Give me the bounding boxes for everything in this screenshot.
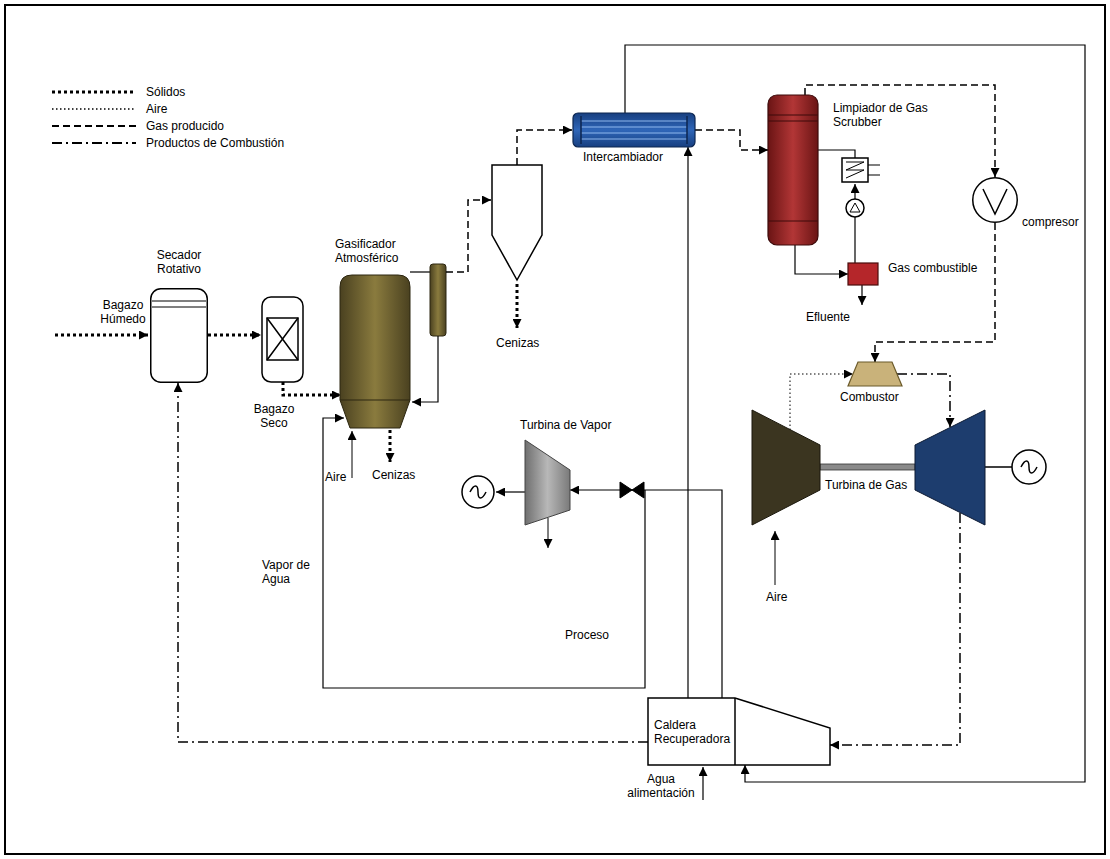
pipe [818, 150, 855, 158]
compressor-shape [972, 177, 1018, 223]
gasifier-shape [340, 275, 410, 428]
flow-label: Cenizas [372, 468, 415, 482]
flow-label: Aire [766, 590, 787, 604]
gas-line [446, 200, 491, 272]
gas-scrubber-shape [768, 95, 818, 245]
feeder-cross [267, 318, 298, 360]
generator-symbol [1021, 461, 1037, 473]
flow-connector [795, 245, 848, 274]
flow-connector [570, 490, 722, 698]
cooler-coil [846, 162, 864, 178]
cooling-water [868, 165, 880, 175]
legend-text: Gas producido [146, 119, 224, 133]
pipe [410, 271, 430, 272]
generator [462, 476, 494, 508]
node-label: Limpiador de Gas Scrubber [833, 101, 938, 129]
flow-connector [897, 374, 950, 427]
rotary-dryer-shape [150, 288, 208, 383]
recycle-line [412, 336, 438, 402]
heat-exchanger-shape [573, 113, 695, 147]
air-line [352, 431, 353, 478]
legend-sample [52, 108, 136, 109]
pipe [854, 184, 855, 199]
flow-connector [805, 85, 995, 177]
node-label: Gasificador Atmosférico [335, 237, 430, 265]
cooler [842, 158, 868, 182]
shaft-line [985, 466, 1012, 468]
solids-line [283, 382, 341, 395]
node-label: Intercambiador [583, 150, 663, 164]
node-label: compresor [1022, 215, 1079, 229]
legend-sample [52, 91, 136, 94]
air-line [775, 531, 776, 585]
gasifier-cyclone [430, 264, 446, 336]
flow-label: Cenizas [496, 336, 539, 350]
gas-turbine: Turbina de Gas [752, 410, 985, 525]
solids-line [55, 334, 148, 337]
node-label: Secador Rotativo [149, 248, 209, 276]
flow-label: Vapor de Agua [262, 558, 318, 586]
legend-sample [52, 142, 136, 144]
legend-text: Aire [146, 102, 167, 116]
flow-connector [625, 45, 1085, 782]
flow-label: Bagazo Húmedo [95, 298, 151, 326]
legend-text: Productos de Combustión [146, 136, 284, 150]
pump [846, 199, 864, 217]
steam-turbine-shape [525, 440, 570, 525]
fuel-gas-vessel-shape [848, 263, 878, 285]
flow-label: Proceso [565, 628, 609, 642]
ash-line [389, 430, 392, 462]
combustor: Combustor [848, 362, 902, 386]
solids-line [208, 334, 261, 337]
flow-label: Bagazo Seco [250, 402, 298, 430]
generator-symbol [470, 486, 486, 498]
flow-label: Efluente [806, 310, 850, 324]
recovery-boiler: Caldera Recuperadora [648, 698, 830, 765]
feeder-valve [267, 318, 298, 360]
legend-sample [52, 125, 136, 127]
steam-line [323, 418, 645, 688]
generator [1012, 450, 1046, 484]
effluent-line [861, 285, 862, 305]
pipe [854, 217, 855, 263]
node-label: Combustor [840, 390, 899, 404]
rotary-dryer: Secador Rotativo [150, 288, 208, 383]
gas-line [517, 130, 572, 165]
combustor-shape [848, 362, 902, 386]
flow-connector [178, 383, 648, 742]
gas-scrubber: Limpiador de Gas Scrubber [768, 95, 818, 245]
water-line [702, 767, 703, 800]
heat-exchanger: Intercambiador [573, 113, 695, 147]
steam-turbine: Turbina de Vapor [525, 440, 570, 525]
flow-connector [695, 130, 768, 150]
flow-connector [875, 223, 995, 362]
flow-connector [687, 147, 688, 698]
flow-connector [830, 513, 960, 745]
legend-text: Sólidos [146, 85, 185, 99]
gasifier: Gasificador Atmosférico [340, 275, 410, 428]
fuel-gas-vessel: Gas combustible [848, 263, 878, 285]
flow-label: Agua alimentación [624, 772, 698, 800]
ash-line [516, 284, 519, 328]
gas-turbine-shape [752, 410, 985, 525]
flow-label: Aire [325, 470, 346, 484]
node-label: Turbina de Vapor [520, 418, 611, 432]
node-label: Turbina de Gas [825, 478, 907, 492]
node-label: Caldera Recuperadora [654, 718, 732, 746]
process-line [548, 518, 549, 548]
node-label: Gas combustible [888, 261, 977, 275]
cyclone [492, 165, 542, 280]
feeder [262, 297, 303, 382]
compressor: compresor [972, 177, 1018, 223]
frame [5, 5, 1105, 854]
pump-symbol [850, 203, 860, 212]
shaft-line [496, 491, 525, 492]
